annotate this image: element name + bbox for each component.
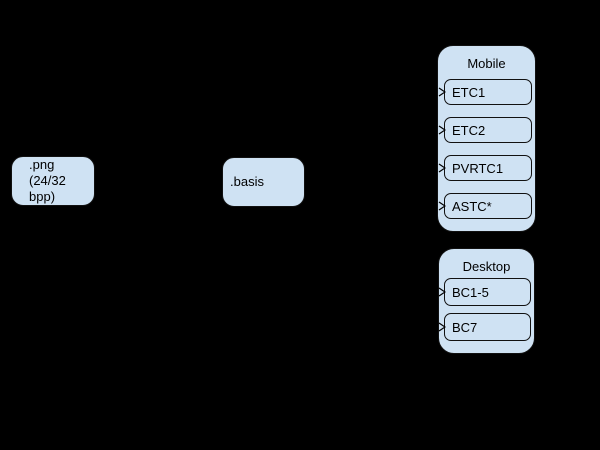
arrowhead-icon xyxy=(438,87,446,97)
node-etc1-label: ETC1 xyxy=(452,84,486,100)
node-bc7-label: BC7 xyxy=(452,319,478,335)
node-bc1-5: BC1-5 xyxy=(438,278,531,306)
node-basis-label: .basis xyxy=(230,174,264,189)
group-desktop-title: Desktop xyxy=(462,259,511,274)
node-etc1: ETC1 xyxy=(438,79,532,105)
arrowhead-icon xyxy=(438,322,446,332)
arrowhead-icon xyxy=(438,125,446,135)
node-pvrtc1-label: PVRTC1 xyxy=(452,160,504,176)
node-etc2-label: ETC2 xyxy=(452,122,486,138)
node-bc1-5-label: BC1-5 xyxy=(452,284,489,300)
node-bc7: BC7 xyxy=(438,313,531,341)
arrowhead-icon xyxy=(438,287,446,297)
group-mobile-title: Mobile xyxy=(467,56,506,71)
arrowhead-icon xyxy=(438,201,446,211)
node-etc2: ETC2 xyxy=(438,117,532,143)
node-astc-label: ASTC* xyxy=(452,198,492,214)
node-png: .png (24/32 bpp) xyxy=(11,156,95,206)
group-mobile: Mobile ETC1 ETC2 PVRTC1 ASTC* xyxy=(437,45,536,232)
node-astc: ASTC* xyxy=(438,193,532,219)
node-png-label-line2: (24/32 bpp) xyxy=(29,173,66,204)
arrowhead-icon xyxy=(438,163,446,173)
group-desktop: Desktop BC1-5 BC7 xyxy=(438,248,535,354)
node-basis: .basis xyxy=(222,157,305,207)
node-pvrtc1: PVRTC1 xyxy=(438,155,532,181)
node-png-label-line1: .png xyxy=(29,157,55,172)
